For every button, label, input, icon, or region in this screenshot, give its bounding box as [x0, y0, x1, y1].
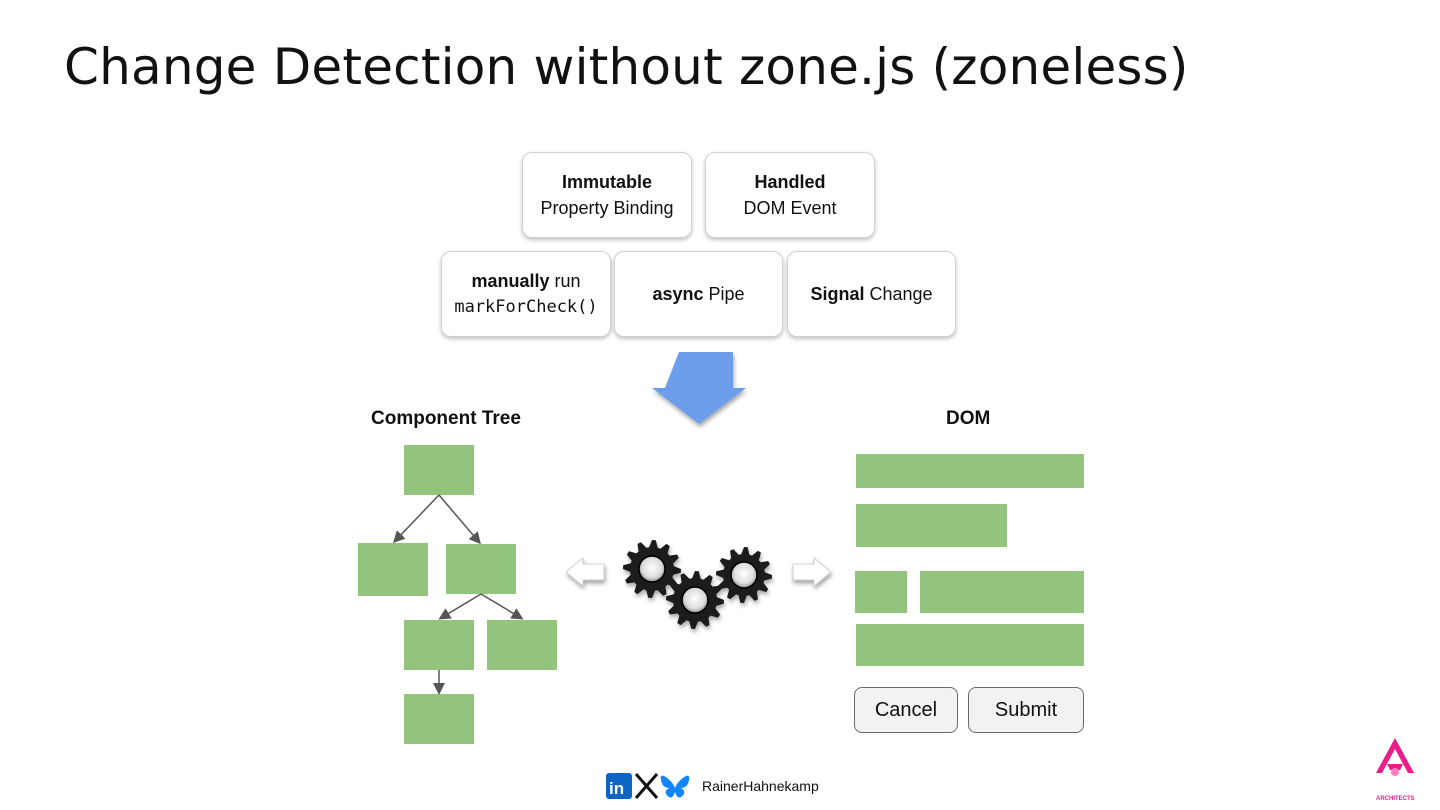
tree-node-leaf	[404, 694, 474, 744]
submit-button[interactable]: Submit	[968, 687, 1084, 733]
trigger-handled-event: Handled DOM Event	[705, 152, 875, 238]
tree-node-left	[358, 543, 428, 596]
trigger-handled-text: DOM Event	[743, 198, 837, 218]
trigger-handled-bold: Handled	[754, 172, 826, 192]
logo-text: ARCHITECTS	[1376, 796, 1415, 802]
author-handle[interactable]: RainerHahnekamp	[702, 778, 819, 794]
slide-title: Change Detection without zone.js (zonele…	[64, 38, 1189, 96]
gear-right-hole	[730, 561, 758, 589]
gear-left-hole	[638, 555, 666, 583]
trigger-immutable-text: Property Binding	[540, 198, 674, 218]
tree-edges	[392, 494, 524, 695]
linkedin-icon: in	[606, 773, 632, 799]
bluesky-icon	[660, 775, 690, 798]
tree-node-child-a	[404, 620, 474, 670]
cancel-button[interactable]: Cancel	[854, 687, 958, 733]
trigger-manual-bold: manually	[471, 271, 550, 291]
right-arrow-icon	[792, 556, 832, 588]
trigger-signal-change: Signal Change	[787, 251, 956, 337]
trigger-immutable-binding: Immutable Property Binding	[522, 152, 692, 238]
dom-label: DOM	[946, 408, 991, 429]
tree-node-root	[404, 445, 474, 495]
down-arrow-icon	[652, 352, 746, 424]
trigger-immutable-bold: Immutable	[561, 172, 653, 192]
gears-icon	[623, 540, 772, 629]
svg-text:in: in	[609, 779, 624, 798]
dom-block-3b	[920, 571, 1084, 613]
component-tree-label: Component Tree	[371, 408, 521, 429]
tree-node-child-b	[487, 620, 557, 670]
trigger-manual-markforcheck: manually run markForCheck()	[441, 251, 611, 337]
trigger-async-text: Pipe	[703, 284, 745, 304]
trigger-async-bold: async	[652, 284, 704, 304]
dom-block-3a	[855, 571, 907, 613]
dom-block-1	[856, 454, 1084, 488]
left-arrow-icon	[565, 556, 605, 588]
trigger-manual-text: run	[549, 271, 581, 291]
dom-block-4	[856, 624, 1084, 666]
trigger-signal-bold: Signal	[810, 284, 865, 304]
tree-node-right	[446, 544, 516, 594]
trigger-async-pipe: async Pipe	[614, 251, 783, 337]
trigger-signal-text: Change	[864, 284, 933, 304]
trigger-manual-code: markForCheck()	[454, 297, 598, 317]
dom-block-2	[856, 504, 1007, 547]
x-icon	[634, 773, 659, 799]
angular-architects-logo: ARCHITECTS	[1376, 738, 1415, 802]
gear-bottom-hole	[681, 586, 709, 614]
